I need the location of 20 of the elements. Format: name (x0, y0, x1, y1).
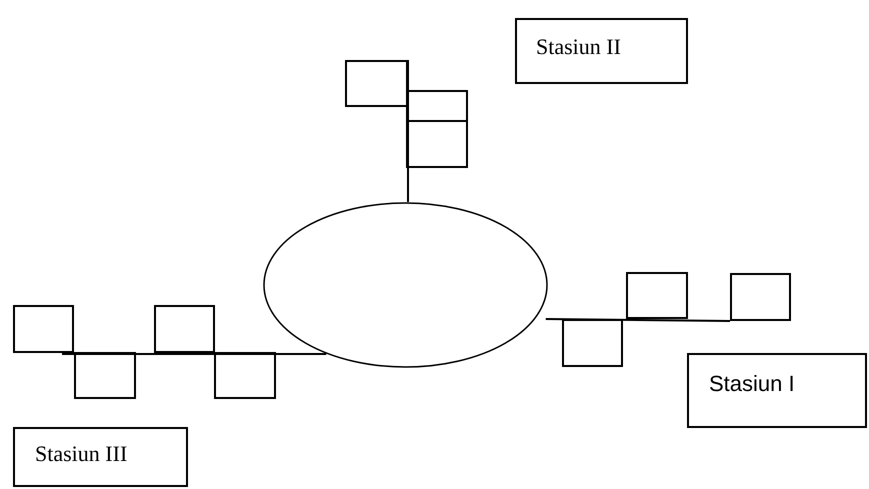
station-box (515, 18, 688, 84)
ellipse-shape (263, 202, 548, 368)
station-label: Stasiun II (536, 34, 621, 60)
small-box (214, 352, 276, 399)
small-box (74, 352, 136, 399)
small-box (406, 120, 468, 168)
small-box (345, 60, 408, 107)
station-label: Stasiun I (709, 371, 795, 397)
small-box (562, 319, 623, 367)
station-box (687, 353, 867, 428)
small-box (154, 305, 215, 353)
station-label: Stasiun III (35, 441, 128, 467)
station-box (13, 427, 188, 487)
small-box (406, 90, 468, 122)
small-box (730, 273, 791, 321)
small-box (626, 272, 688, 319)
connector-line (407, 60, 409, 202)
connector-line (62, 353, 326, 355)
small-box (13, 305, 74, 353)
connector-line (546, 318, 730, 322)
